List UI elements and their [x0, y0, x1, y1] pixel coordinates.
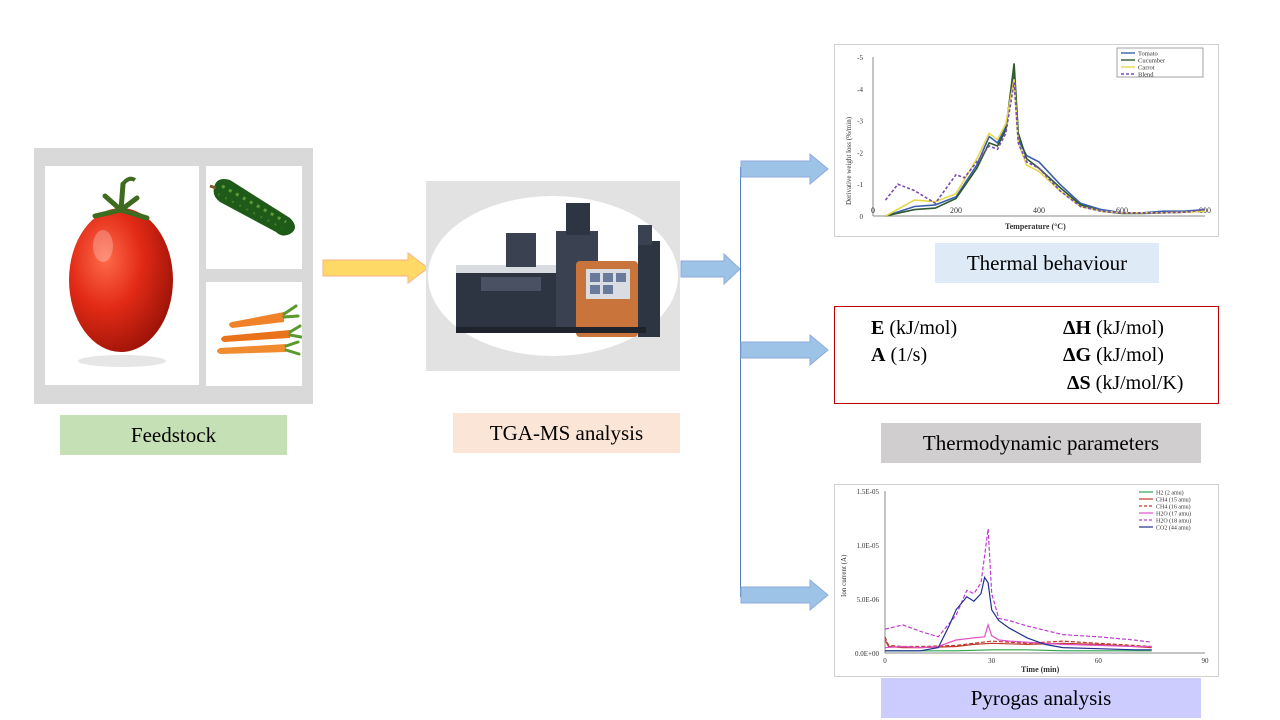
arrow-to-thermal: [740, 153, 829, 185]
thermo-label: Thermodynamic parameters: [881, 423, 1201, 463]
arrow-to-thermodynamics: [740, 334, 829, 366]
pyrogas-xlabel: Time (min): [1021, 665, 1060, 674]
param-dH: ΔH (kJ/mol): [1063, 317, 1164, 339]
arrow-tga-to-outputs: [680, 253, 741, 285]
param-A: A (1/s): [871, 344, 928, 366]
thermal-legend-entry: Blend: [1138, 72, 1154, 79]
thermal-ytick: -4: [857, 86, 863, 94]
carrot-image: [206, 282, 303, 386]
tomato-image: [45, 166, 199, 385]
thermal-ytick: -2: [857, 149, 863, 157]
pyrogas-legend-entry: H2O (17 amu): [1156, 511, 1191, 518]
pyrogas-ytick: 1.5E-05: [857, 488, 880, 496]
thermal-xtick: 800: [1199, 206, 1211, 215]
pyrogas-chart-panel: Ion current (A) Time (min) 0.0E+00 5.0E-0…: [834, 484, 1219, 677]
pyrogas-ytick: 5.0E-06: [857, 596, 880, 604]
thermal-ytick: -3: [857, 118, 863, 126]
thermal-series-line: [885, 72, 1206, 217]
thermal-series-line: [885, 63, 1206, 217]
thermal-legend-entry: Carrot: [1138, 65, 1155, 72]
thermal-xtick: 200: [950, 206, 962, 215]
param-E: E (kJ/mol): [871, 317, 958, 339]
pyrogas-legend-entry: H2O (18 amu): [1156, 518, 1191, 525]
pyrogas-legend-entry: CH4 (16 amu): [1156, 504, 1191, 511]
pyrogas-label: Pyrogas analysis: [881, 678, 1201, 718]
thermal-ytick: -1: [857, 181, 863, 189]
thermal-chart: Derivative weight loss (%/min) Temperatu…: [845, 47, 1211, 231]
feedstock-image-panel: [34, 148, 313, 404]
thermal-label: Thermal behaviour: [935, 243, 1159, 283]
pyrogas-xtick: 0: [883, 657, 887, 665]
pyrogas-series-line: [884, 622, 1152, 649]
thermal-legend-entry: Tomato: [1138, 51, 1158, 58]
cucumber-image: [206, 166, 302, 269]
pyrogas-legend-entry: H2 (2 amu): [1156, 490, 1184, 497]
arrow-to-pyrogas: [740, 579, 829, 611]
branch-connector-line: [740, 167, 741, 597]
thermal-ytick: -5: [857, 54, 863, 62]
thermal-xtick: 0: [871, 206, 875, 215]
pyrogas-legend-entry: CH4 (15 amu): [1156, 497, 1191, 504]
pyrogas-series-line: [885, 649, 1152, 652]
pyrogas-ytick: 1.0E-05: [857, 542, 880, 550]
tga-instrument-image: [426, 181, 680, 371]
thermal-chart-panel: Derivative weight loss (%/min) Temperatu…: [834, 44, 1219, 237]
pyrogas-legend-entry: CO2 (44 amu): [1156, 525, 1191, 532]
pyrogas-chart: Ion current (A) Time (min) 0.0E+00 5.0E-0…: [840, 488, 1210, 674]
pyrogas-series-line: [884, 639, 1152, 649]
pyrogas-series-line: [885, 575, 1152, 652]
thermal-xlabel: Temperature (°C): [1005, 222, 1066, 231]
thermal-xtick: 400: [1033, 206, 1045, 215]
arrow-feedstock-to-tga: [322, 252, 429, 284]
thermal-xtick: 600: [1116, 206, 1128, 215]
pyrogas-xtick: 90: [1202, 657, 1210, 665]
thermo-params-box: E (kJ/mol) A (1/s) ΔH (kJ/mol) ΔG (kJ/mo…: [834, 306, 1219, 404]
pyrogas-ytick: 0.0E+00: [855, 650, 879, 658]
pyrogas-ylabel: Ion current (A): [840, 554, 848, 597]
thermal-series-line: [885, 79, 1206, 217]
thermal-legend-entry: Cucumber: [1138, 58, 1166, 65]
thermal-ytick: 0: [860, 213, 864, 221]
tga-label: TGA-MS analysis: [453, 413, 680, 453]
thermal-series-line: [884, 82, 1206, 214]
pyrogas-xtick: 30: [988, 657, 996, 665]
feedstock-label: Feedstock: [60, 415, 287, 455]
param-dG: ΔG (kJ/mol): [1063, 344, 1164, 366]
param-dS: ΔS (kJ/mol/K): [1067, 372, 1184, 394]
thermal-ylabel: Derivative weight loss (%/min): [845, 116, 853, 205]
pyrogas-xtick: 60: [1095, 657, 1103, 665]
pyrogas-series-line: [884, 528, 1152, 643]
